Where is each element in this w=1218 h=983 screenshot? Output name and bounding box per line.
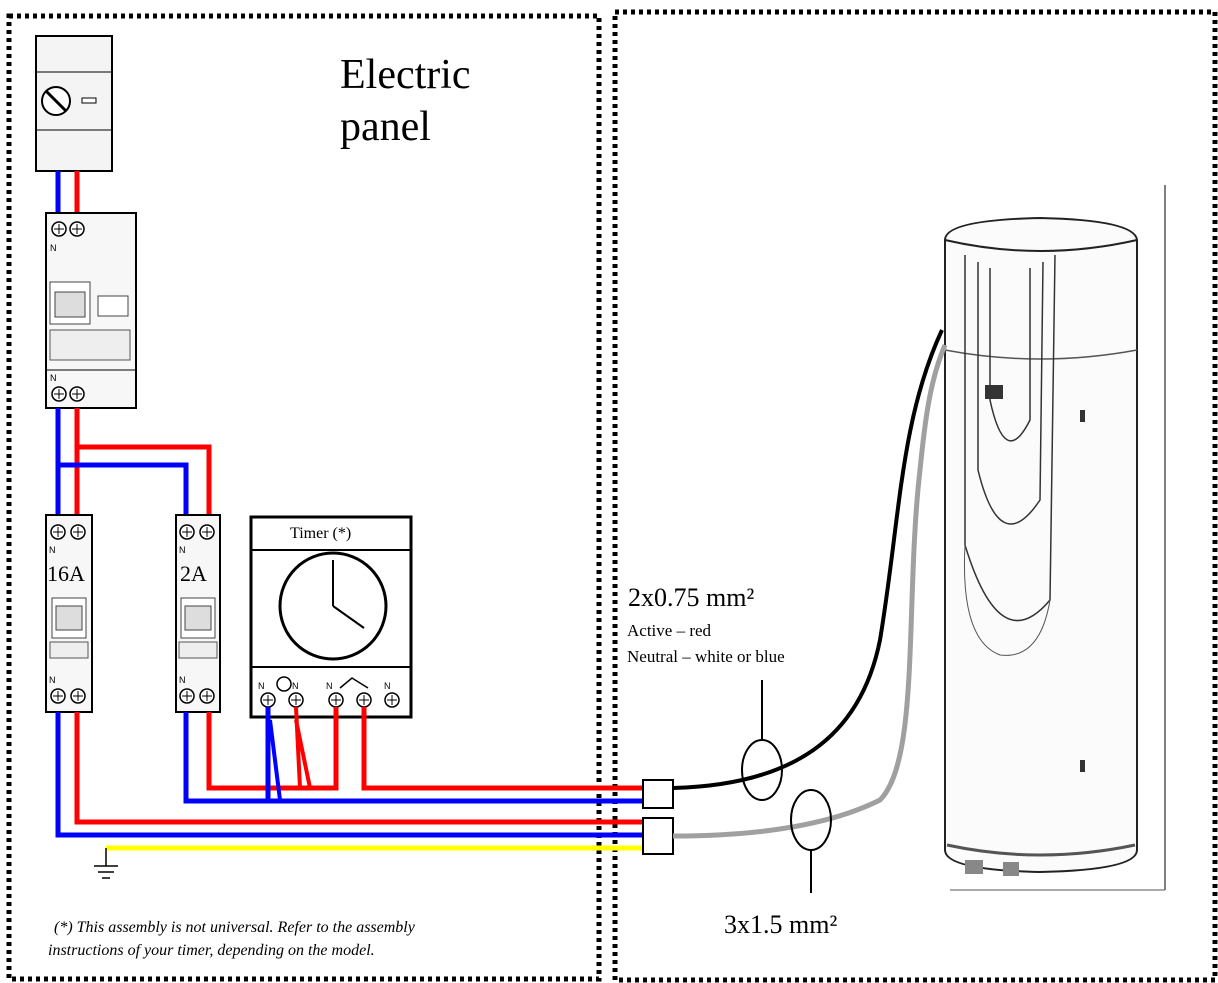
rcd-neutral-mark-top: N — [50, 243, 57, 253]
residual-current-device: N N — [45, 212, 137, 409]
breaker-2a-label: 2A — [180, 561, 207, 586]
main-isolator-switch — [35, 35, 113, 172]
breaker-16a-label: 16A — [47, 561, 85, 586]
svg-text:N: N — [258, 681, 265, 691]
power-cable — [672, 344, 948, 839]
breaker-2a-neutral-mark: N — [179, 545, 186, 555]
breaker-16a-neutral-mark: N — [49, 545, 56, 555]
breaker-16a-neutral-mark-bottom: N — [49, 675, 56, 685]
timer: Timer (*) N N N N — [249, 515, 413, 719]
footnote-line2: instructions of your timer, depending on… — [48, 942, 375, 959]
junction-box-control — [642, 779, 674, 809]
svg-text:N: N — [384, 681, 391, 691]
small-cable-marker — [741, 680, 783, 801]
small-cable-size-label: 2x0.75 mm² — [628, 583, 754, 612]
junction-box-power — [642, 817, 674, 855]
small-cable-neutral-label: Neutral – white or blue — [627, 647, 785, 666]
timer-label: Timer (*) — [290, 525, 351, 542]
heat-pump-water-heater — [944, 185, 1166, 891]
large-cable-marker — [790, 789, 832, 893]
rcd-neutral-mark-bottom: N — [50, 373, 57, 383]
panel-title-line2: panel — [340, 104, 431, 150]
breaker-2a: N 2A N — [175, 514, 221, 713]
control-cable — [672, 329, 944, 790]
small-cable-active-label: Active – red — [627, 621, 712, 640]
earth-symbol-icon — [94, 848, 118, 879]
large-cable-size-label: 3x1.5 mm² — [724, 910, 837, 939]
svg-text:N: N — [292, 681, 299, 691]
breaker-16a: N 16A N — [45, 514, 93, 713]
breaker-2a-neutral-mark-bottom: N — [179, 675, 186, 685]
panel-title-line1: Electric — [340, 52, 471, 98]
footnote-line1: (*) This assembly is not universal. Refe… — [54, 919, 416, 936]
svg-text:N: N — [326, 681, 333, 691]
appliance-boundary — [612, 9, 1218, 983]
electric-panel-boundary — [6, 13, 602, 982]
